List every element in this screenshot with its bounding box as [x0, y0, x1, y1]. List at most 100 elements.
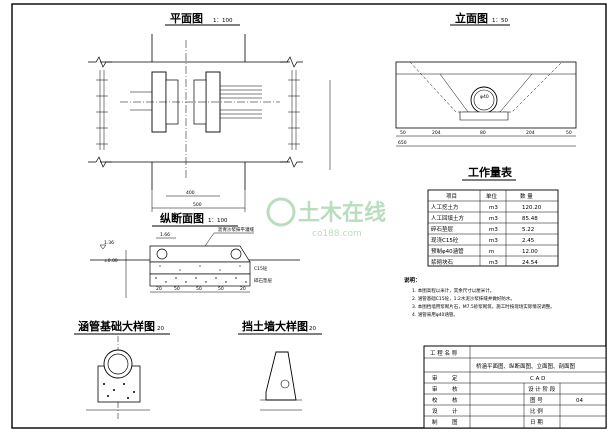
section-scale: 1：100 — [208, 218, 228, 224]
section-dim: 20 — [156, 286, 162, 292]
quantity-unit: m3 — [489, 216, 498, 222]
wing-wall-edge — [499, 73, 533, 113]
note-line: 2. 涵管基础C15砼，1:2水泥沙浆抹缝并做好防水。 — [412, 295, 515, 302]
title-block: 工 程 名 称 桥涵平面图、纵断面图、立面图、剖面图 审 定 C A D 审 核… — [423, 345, 607, 429]
section-view: 纵断面图 1：100 1.36 ±0.00 1.66 0.6 ±0.00 沥青沙… — [90, 211, 300, 298]
notes-title: 说明： — [404, 276, 421, 284]
quantity-value: 5.22 — [522, 227, 534, 233]
culvert-fill-dots — [103, 383, 135, 399]
tb-role: 定 — [452, 374, 458, 382]
break-mark — [280, 156, 303, 168]
wall-detail: 挡土墙大样图 1：20 — [238, 319, 322, 411]
quantity-item: 人工挖土方 — [431, 203, 459, 211]
pipe-stripes — [130, 85, 262, 119]
note-line: 3. 本图挡墙用浆砌片石，M7.5砂浆砌筑，施工时按现场实际情况调整。 — [412, 303, 555, 310]
quantity-value: 24.54 — [522, 260, 538, 266]
quantity-value: 12.00 — [522, 249, 538, 255]
wall-detail-scale: 1：20 — [300, 326, 316, 332]
quantity-frame — [427, 189, 559, 267]
sheet-border — [11, 3, 607, 429]
quantity-rows: 人工挖土方 m3 120.20 人工回填土方 m3 85.48 碎石垫层 m3 … — [431, 203, 542, 266]
section-dim: 50 — [218, 286, 224, 292]
quantity-unit: m3 — [489, 238, 498, 244]
culvert-detail: 涵管基础大样图 1：20 — [74, 319, 170, 420]
quantity-item: 人工回填土方 — [431, 214, 465, 222]
quantity-header: 数 量 — [520, 192, 533, 200]
pipe-circle — [230, 248, 242, 260]
gravel-label: 碎石垫层 — [254, 277, 272, 284]
elev-total: 650 — [398, 140, 407, 146]
c15-label: C15砼 — [254, 265, 268, 272]
title-block-rows: 审 定 C A D 审 核 设 计 阶 段 校 核 图 号 04 设 计 比 例… — [432, 374, 583, 426]
quantity-value: 120.20 — [522, 205, 542, 211]
quantity-table: 工作量表 项目 单位 数 量 人工挖土方 m3 120.20 人工回填土方 m3… — [427, 165, 559, 267]
tb-field: 日 期 — [530, 419, 543, 426]
weep-hole — [280, 379, 290, 389]
watermark: 土木在线 co188.com — [266, 197, 386, 239]
leader-line — [204, 232, 215, 247]
plan-view: 平面图 1：100 — [88, 12, 331, 212]
elev-dim: 204 — [526, 130, 535, 136]
quantity-header: 单位 — [486, 192, 498, 200]
elevation-title: 立面图 — [455, 11, 488, 25]
quantity-unit: m3 — [489, 227, 498, 233]
elevation-scale: 1：50 — [492, 18, 508, 24]
tb-role: 审 — [432, 385, 438, 393]
tb-role: 审 — [432, 374, 438, 382]
title-block-frame — [423, 345, 607, 429]
elevation-pipe-inner — [473, 89, 495, 111]
section-dim: 50 — [174, 286, 180, 292]
pipe-label: φ40 — [480, 94, 489, 100]
quantity-unit: m3 — [489, 260, 498, 266]
tb-field: C A D — [530, 376, 545, 382]
culvert-detail-title: 涵管基础大样图 — [78, 319, 155, 333]
break-mark — [88, 56, 112, 68]
drawing-name: 桥涵平面图、纵断面图、立面图、剖面图 — [476, 362, 576, 370]
quantity-item: 现浇C15砼 — [431, 236, 459, 244]
hatched-ground — [96, 70, 300, 150]
leader-label: 沥青沙浆抹平灌缝 — [218, 226, 254, 233]
plan-title: 平面图 — [170, 12, 203, 25]
quantity-item: 碎石垫层 — [431, 225, 454, 233]
elev-marker — [99, 244, 107, 250]
tb-role: 核 — [452, 396, 458, 404]
culvert-pipe-inner — [107, 353, 129, 375]
elevation-view: 立面图 1：50 φ40 50 204 80 204 50 650 — [395, 11, 577, 147]
dim-500: 500 — [193, 202, 202, 208]
tb-role: 图 — [452, 418, 458, 426]
quantity-value: 2.45 — [522, 238, 535, 244]
retaining-wall — [265, 351, 297, 401]
notes: 说明： 1. 本图高程以米计，其余尺寸以厘米计。 2. 涵管基础C15砼，1:2… — [404, 276, 555, 318]
tb-field: 图 号 — [530, 396, 543, 404]
gravel-dots — [155, 265, 247, 283]
dim-400: 400 — [186, 190, 195, 196]
elev-dim: 204 — [432, 130, 441, 136]
watermark-logo-icon — [266, 197, 296, 227]
note-line: 1. 本图高程以米计，其余尺寸以厘米计。 — [412, 287, 494, 294]
section-title: 纵断面图 — [160, 211, 204, 225]
pipe-bedding — [459, 111, 509, 121]
tb-field: 设 计 阶 段 — [528, 385, 556, 393]
c15-layer — [149, 261, 251, 275]
watermark-brand: 土木在线 — [298, 200, 386, 226]
tb-role: 核 — [452, 385, 458, 393]
section-dim: 20 — [240, 286, 246, 292]
quantity-value: 85.48 — [522, 216, 538, 222]
culvert-detail-scale: 1：20 — [148, 326, 164, 332]
quantity-header: 项目 — [446, 193, 457, 200]
wall-detail-title: 挡土墙大样图 — [242, 319, 308, 333]
tb-role: 制 — [432, 418, 438, 426]
tb-role: 校 — [432, 396, 438, 404]
pipe-circle — [156, 248, 168, 260]
elev-left: 1.36 — [104, 240, 114, 246]
watermark-url: co188.com — [312, 229, 362, 239]
quantity-unit: m — [489, 249, 494, 255]
tb-role: 设 — [432, 407, 438, 415]
elev-mid: 1.66 — [160, 232, 170, 238]
tb-field: 比 例 — [530, 407, 543, 415]
elev-dim: 80 — [480, 130, 486, 136]
section-dim: 50 — [196, 286, 202, 292]
quantity-unit: m3 — [489, 205, 498, 211]
quantity-item: 预制φ40涵管 — [431, 247, 464, 255]
